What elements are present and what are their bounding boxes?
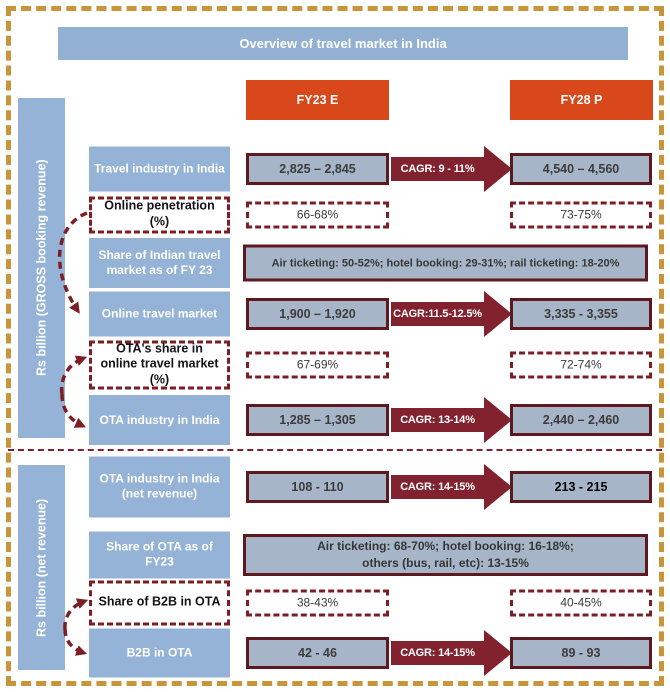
value-box-fy23: 1,285 – 1,305 [246, 404, 389, 436]
row-label: Share of OTA as of FY23 [89, 531, 230, 578]
row-ota-industry: OTA industry in India 1,285 – 1,305 CAGR… [0, 395, 670, 445]
row-share-of-ota: Share of OTA as of FY23 Air ticketing: 6… [0, 531, 670, 578]
cagr-label: CAGR: 14-15% [391, 640, 484, 665]
row-share-b2b-in-ota: Share of B2B in OTA 38-43% 40-45% [0, 580, 670, 625]
arrow-head-icon [484, 290, 512, 337]
cagr-arrow-icon: CAGR: 14-15% [391, 629, 512, 676]
row-label: OTA industry in India [89, 395, 230, 445]
arrow-head-icon [484, 629, 512, 676]
row-label: OTA industry in India (net revenue) [89, 456, 230, 517]
cagr-arrow-icon: CAGR: 14-15% [391, 463, 512, 510]
row-label: B2B in OTA [89, 628, 230, 677]
value-box-fy23: 67-69% [246, 351, 389, 378]
arrow-head-icon [484, 397, 512, 443]
value-box-fy28: 89 - 93 [510, 636, 652, 669]
value-box-fy28: 213 - 215 [510, 470, 652, 503]
row-ota-share-online-market: OTA's share in online travel market (%) … [0, 340, 670, 389]
value-box-fy23: 2,825 – 2,845 [246, 152, 389, 185]
value-box-fy23: 38-43% [246, 589, 389, 616]
cagr-label: CAGR:11.5-12.5% [391, 301, 484, 326]
cagr-label: CAGR: 9 - 11% [391, 156, 484, 181]
curved-arrow-icon [63, 598, 89, 656]
section-divider [8, 449, 662, 451]
row-b2b-in-ota: B2B in OTA 42 - 46 CAGR: 14-15% 89 - 93 [0, 628, 670, 677]
value-box-fy23: 108 - 110 [246, 470, 389, 503]
share-breakdown-box: Air ticketing: 68-70%; hotel booking: 16… [243, 533, 648, 576]
value-box-fy28: 2,440 – 2,460 [510, 404, 652, 436]
value-box-fy23: 66-68% [246, 201, 389, 228]
value-box-fy23: 1,900 – 1,920 [246, 297, 389, 330]
row-label: Travel industry in India [89, 146, 230, 191]
column-header-fy28p: FY28 P [510, 80, 653, 120]
row-label: Online penetration (%) [89, 196, 230, 233]
cagr-label: CAGR: 13-14% [391, 408, 484, 432]
curved-arrow-icon [59, 355, 88, 428]
arrow-head-icon [484, 145, 512, 192]
value-box-fy28: 72-74% [510, 351, 652, 378]
row-share-indian-travel-market: Share of Indian travel market as of FY 2… [0, 238, 670, 288]
cagr-label: CAGR: 14-15% [391, 474, 484, 499]
arrow-head-icon [484, 463, 512, 510]
row-ota-industry-net-revenue: OTA industry in India (net revenue) 108 … [0, 456, 670, 517]
row-label: Share of Indian travel market as of FY 2… [89, 238, 230, 288]
share-breakdown-box: Air ticketing: 50-52%; hotel booking: 29… [243, 244, 648, 282]
page-title: Overview of travel market in India [58, 27, 628, 60]
cagr-arrow-icon: CAGR:11.5-12.5% [391, 290, 512, 337]
row-label: Online travel market [89, 291, 230, 336]
cagr-arrow-icon: CAGR: 9 - 11% [391, 145, 512, 192]
value-box-fy28: 3,335 - 3,355 [510, 297, 652, 330]
curved-arrow-icon [57, 211, 88, 314]
row-label: Share of B2B in OTA [89, 580, 230, 625]
outer-dashed-frame [6, 6, 664, 686]
row-travel-industry: Travel industry in India 2,825 – 2,845 C… [0, 145, 670, 192]
value-box-fy28: 4,540 – 4,560 [510, 152, 652, 185]
value-box-fy28: 40-45% [510, 589, 652, 616]
value-box-fy28: 73-75% [510, 201, 652, 228]
column-header-fy23e: FY23 E [246, 80, 389, 120]
cagr-arrow-icon: CAGR: 13-14% [391, 397, 512, 443]
value-box-fy23: 42 - 46 [246, 636, 389, 669]
row-label: OTA's share in online travel market (%) [89, 340, 230, 389]
row-online-penetration: Online penetration (%) 66-68% 73-75% [0, 196, 670, 233]
row-online-travel-market: Online travel market 1,900 – 1,920 CAGR:… [0, 290, 670, 337]
